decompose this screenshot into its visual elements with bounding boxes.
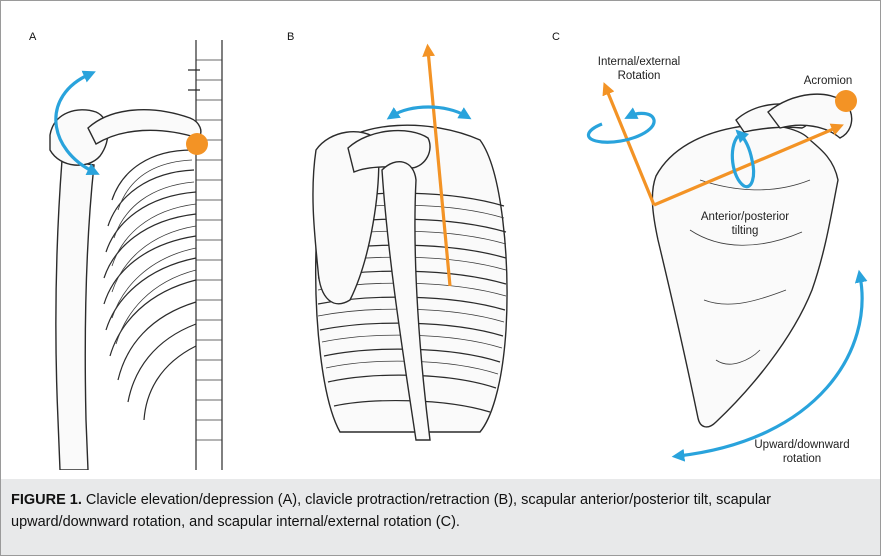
upward-downward-rotation-label: Upward/downward rotation — [742, 438, 862, 466]
anterior-posterior-line-1: Anterior/posterior — [680, 210, 810, 224]
rib-cage — [104, 150, 196, 420]
humerus — [56, 160, 94, 470]
acromion-marker — [835, 90, 857, 112]
internal-external-rotation-label: Internal/external Rotation — [584, 55, 694, 83]
clavicle — [88, 110, 201, 144]
spine — [188, 40, 222, 470]
medial-axis-arrow — [606, 88, 654, 205]
anterior-posterior-tilting-label: Anterior/posterior tilting — [680, 210, 810, 238]
anterior-posterior-line-2: tilting — [680, 224, 810, 238]
scapula — [652, 125, 838, 427]
panel-a-illustration — [0, 0, 262, 470]
figure-caption-label: FIGURE 1. — [11, 492, 82, 508]
internal-external-line-2: Rotation — [584, 69, 694, 83]
panel-c: C Internal/external Rotation Acromion — [540, 0, 880, 470]
protraction-retraction-arrow — [392, 107, 466, 116]
figure-caption-text: Clavicle elevation/depression (A), clavi… — [11, 492, 771, 530]
upward-downward-line-1: Upward/downward — [742, 438, 862, 452]
sternoclavicular-joint-marker — [186, 133, 208, 155]
internal-external-line-1: Internal/external — [584, 55, 694, 69]
panel-b-illustration — [270, 0, 540, 470]
acromion-label: Acromion — [788, 74, 868, 88]
figure-caption: FIGURE 1. Clavicle elevation/depression … — [1, 479, 880, 555]
panel-a: A — [0, 0, 262, 470]
upward-downward-line-2: rotation — [742, 452, 862, 466]
panel-b: B — [270, 0, 540, 470]
